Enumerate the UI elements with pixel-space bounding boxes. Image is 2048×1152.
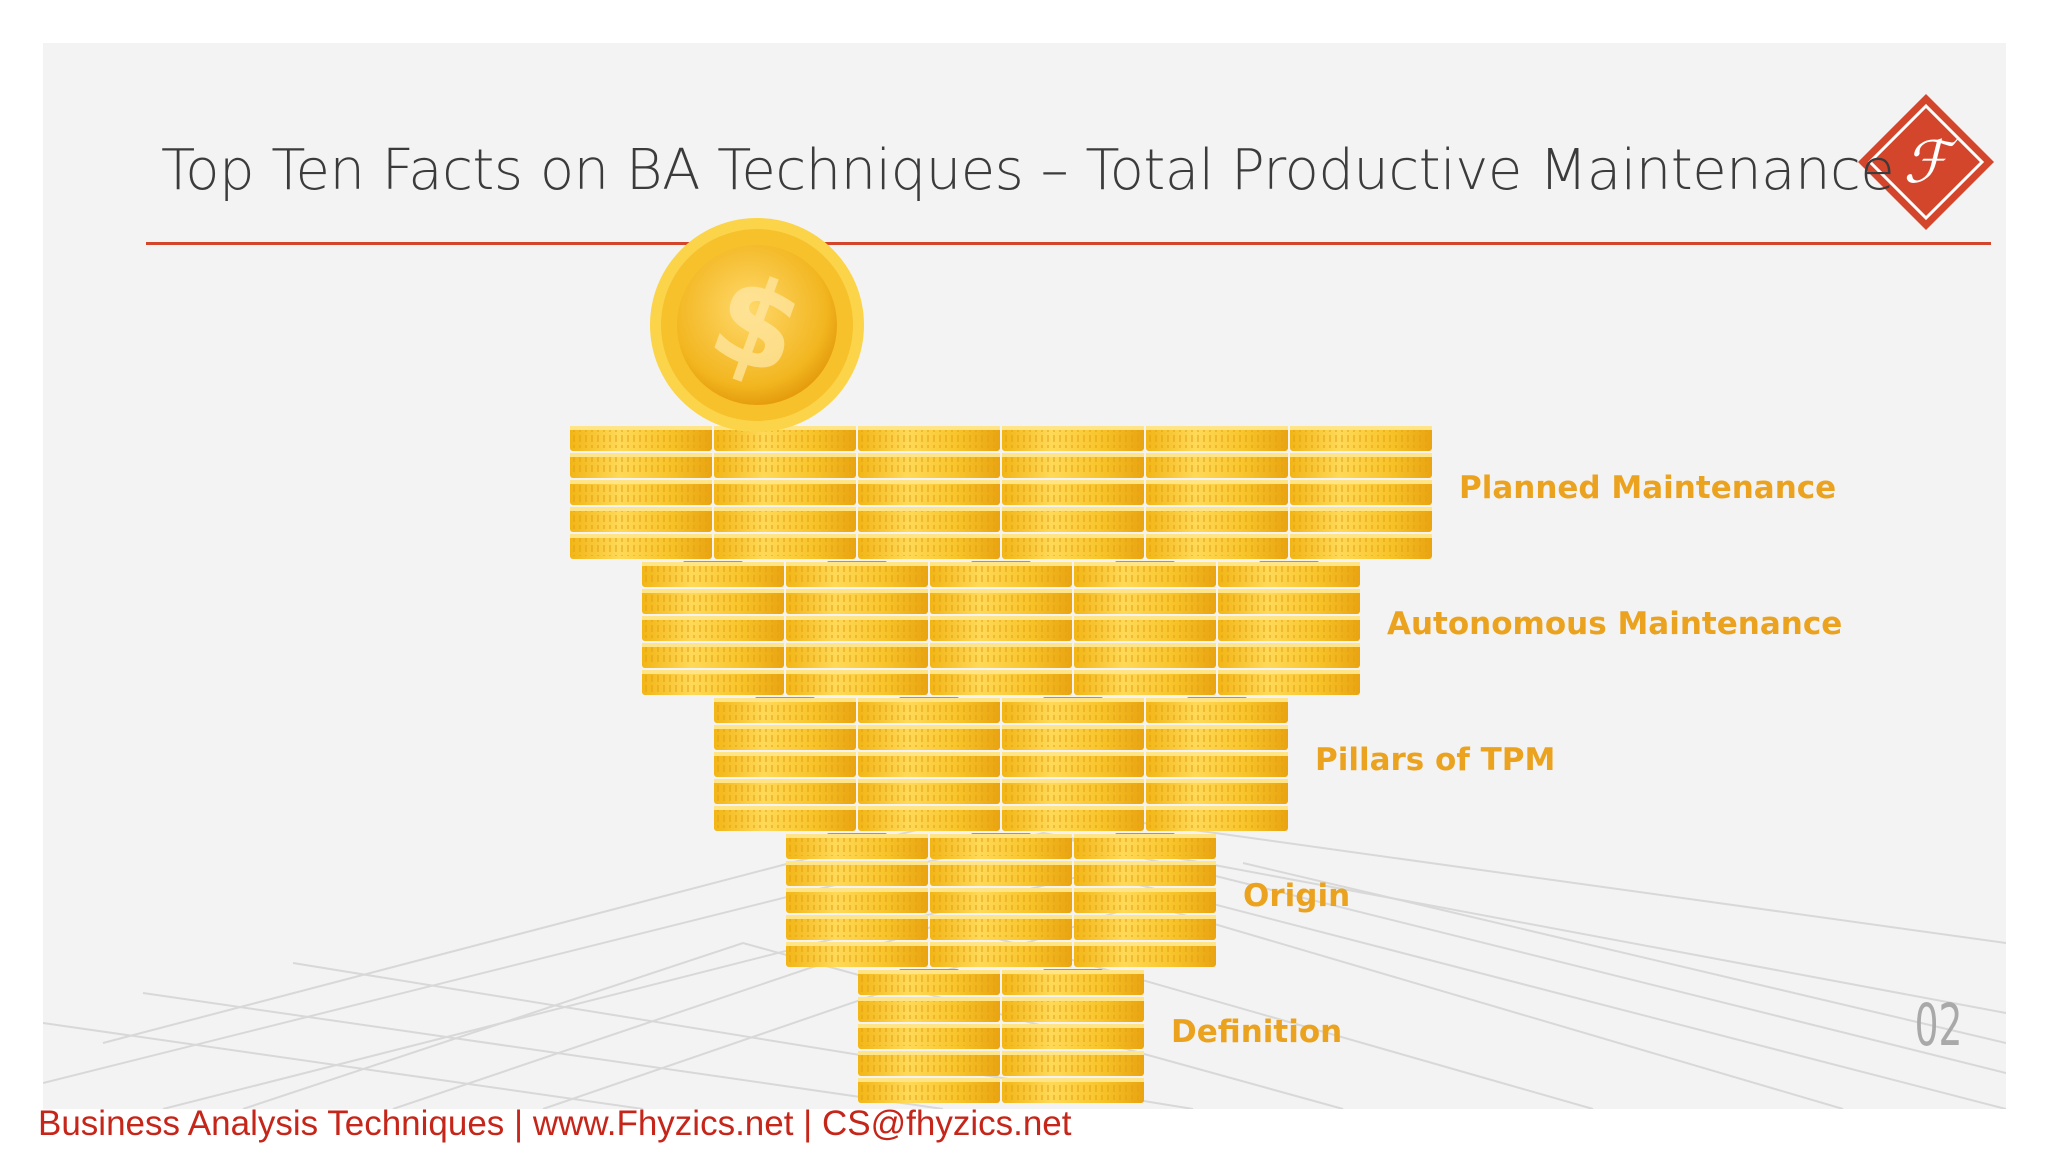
- coin-stack: [786, 562, 928, 695]
- coin-stack: [930, 834, 1072, 967]
- pyramid-level-label: Origin: [1243, 878, 1351, 914]
- title-underline: [146, 242, 1991, 245]
- coin-stack: [714, 426, 856, 559]
- coin-stack: [858, 426, 1000, 559]
- coin-stack: [858, 698, 1000, 831]
- pyramid-level-label: Autonomous Maintenance: [1387, 606, 1843, 642]
- slide: ℱ Top Ten Facts on BA Techniques – Total…: [43, 43, 2006, 1109]
- top-dollar-coin: $: [650, 218, 864, 432]
- slide-title: Top Ten Facts on BA Techniques – Total P…: [161, 138, 1895, 203]
- fhyzics-logo: ℱ: [1858, 94, 1994, 230]
- coin-stack: [930, 562, 1072, 695]
- coin-stack: [1218, 562, 1360, 695]
- coin-stack: [858, 970, 1000, 1103]
- pyramid-level-label: Pillars of TPM: [1315, 742, 1556, 778]
- coin-stack: [1002, 698, 1144, 831]
- coin-stack: [1002, 426, 1144, 559]
- coin-stack: [714, 698, 856, 831]
- coin-stack: [1002, 970, 1144, 1103]
- footer-text: Business Analysis Techniques | www.Fhyzi…: [38, 1104, 1072, 1143]
- page-number: 02: [1914, 991, 1962, 1059]
- coin-stack: [1074, 562, 1216, 695]
- pyramid-level-label: Definition: [1171, 1014, 1343, 1050]
- coin-stack: [1074, 834, 1216, 967]
- coin-stack: [1290, 426, 1432, 559]
- coin-stack: [1146, 698, 1288, 831]
- coin-stack: [642, 562, 784, 695]
- coin-stack: [1146, 426, 1288, 559]
- coin-stack: [786, 834, 928, 967]
- coin-pyramid: $: [570, 218, 1432, 1103]
- coin-stack: [570, 426, 712, 559]
- pyramid-level-label: Planned Maintenance: [1459, 470, 1837, 506]
